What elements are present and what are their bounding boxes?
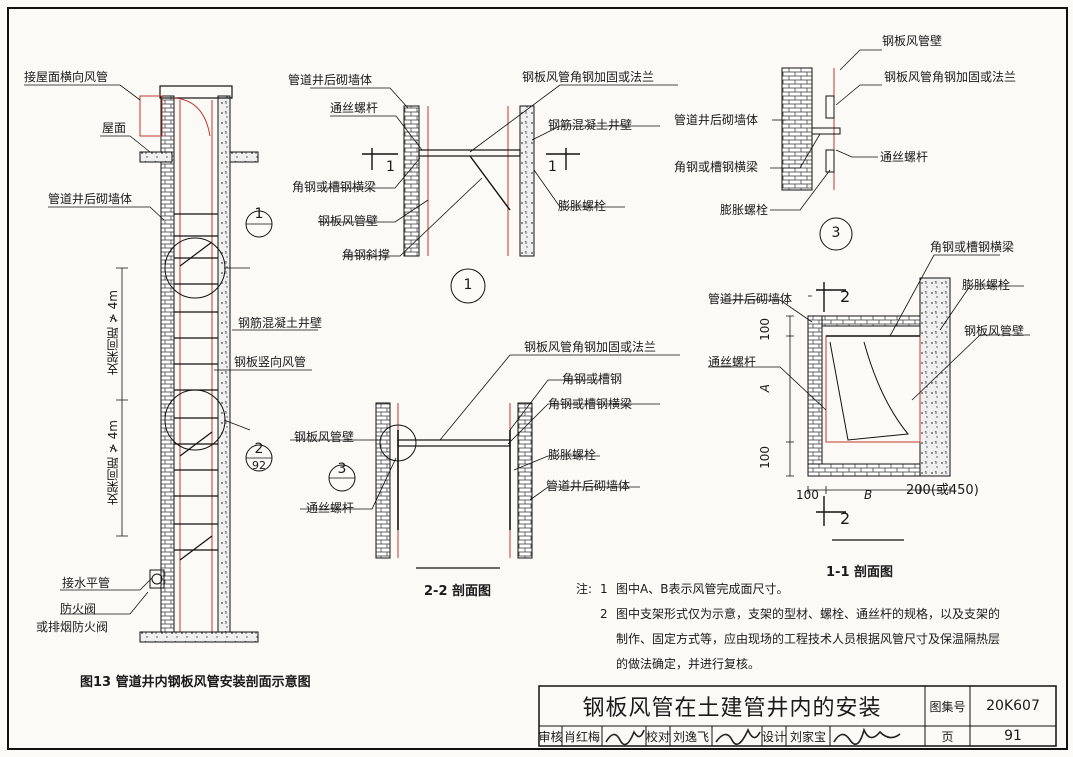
d1-back-wall: 管道井后砌墙体 — [288, 73, 373, 87]
label-roof: 屋面 — [102, 121, 127, 135]
s11-expansion-bolt: 膨胀螺栓 — [962, 278, 1011, 292]
figure-caption: 图13 管道井内钢板风管安装剖面示意图 — [80, 675, 311, 690]
s11-dim-100-left: 100 — [796, 488, 819, 502]
d3-threaded-rod: 通丝螺杆 — [880, 150, 929, 164]
section22-drawing — [290, 354, 680, 569]
s22-angle: 角钢或槽钢 — [562, 372, 623, 386]
figure13-section — [24, 84, 318, 643]
d1-number: 1 — [463, 277, 473, 293]
label-fire-damper-1: 防火阀 — [60, 602, 97, 616]
design-label: 设计 — [762, 729, 787, 744]
note2-line2: 制作、固定方式等，应由现场的工程技术人员根据风管尺寸及保温隔热层 — [616, 632, 1001, 646]
d3-expansion-bolt: 膨胀螺栓 — [720, 203, 769, 217]
d3-angle-beam: 角钢或槽钢横梁 — [674, 160, 759, 174]
checker-name: 刘逸飞 — [672, 729, 709, 744]
ref-circle-2-bottom: 92 — [252, 459, 266, 472]
review-label: 审核 — [538, 729, 563, 744]
s11-dim-a: A — [758, 384, 772, 393]
s11-duct-wall: 钢板风管壁 — [964, 324, 1025, 338]
label-support-spacing-2: 支架间距 ≯ 4m — [106, 420, 120, 506]
d1-expansion-bolt: 膨胀螺栓 — [558, 199, 607, 213]
label-back-wall: 管道井后砌墙体 — [48, 192, 133, 206]
d1-section-mark-right: 1 — [548, 159, 557, 175]
reviewer-name: 肖红梅 — [563, 729, 600, 744]
s11-dim-200: 200(或450) — [906, 483, 979, 498]
atlas-number: 20K607 — [986, 698, 1040, 714]
ref-circle-1: 1 — [254, 206, 264, 222]
d1-flange: 钢板风管角钢加固或法兰 — [522, 70, 655, 84]
s22-title: 2-2 剖面图 — [424, 584, 492, 599]
d1-rc-wall: 钢筋混凝土井壁 — [548, 118, 633, 132]
note2-line3: 的做法确定，并进行复核。 — [616, 657, 761, 671]
d1-duct-wall: 钢板风管壁 — [318, 214, 379, 228]
title-block-lines — [538, 685, 1057, 747]
note2-line1: 图中支架形式仅为示意，支架的型材、螺栓、通丝杆的规格，以及支架的 — [616, 607, 1001, 621]
d1-section-mark-left: 1 — [386, 159, 395, 175]
page-label: 页 — [941, 729, 954, 744]
sheet-title: 钢板风管在土建管井内的安装 — [582, 696, 882, 721]
s22-back-wall: 管道井后砌墙体 — [546, 479, 631, 493]
atlas-label: 图集号 — [929, 699, 966, 714]
s22-angle-beam: 角钢或槽钢横梁 — [548, 397, 633, 411]
section11-drawing — [708, 254, 1030, 541]
d1-angle-beam: 角钢或槽钢横梁 — [292, 180, 377, 194]
label-support-spacing-1: 支架间距 ≯ 4m — [106, 290, 120, 376]
s11-dim-100-top: 100 — [758, 318, 772, 341]
d1-angle-brace: 角钢斜撑 — [342, 248, 391, 262]
label-roof-duct: 接屋面横向风管 — [24, 70, 109, 84]
label-fire-damper-2: 或排烟防火阀 — [36, 620, 109, 634]
page-number: 91 — [1004, 728, 1022, 744]
note1-text: 图中A、B表示风管完成面尺寸。 — [616, 582, 789, 596]
label-horizontal-pipe: 接水平管 — [62, 576, 111, 590]
d3-flange: 钢板风管角钢加固或法兰 — [884, 70, 1017, 84]
s11-title: 1-1 剖面图 — [826, 565, 894, 580]
signatures — [605, 727, 901, 746]
d3-duct-wall: 钢板风管壁 — [882, 34, 943, 48]
s11-dim-100-bottom: 100 — [758, 446, 772, 469]
d1-threaded-rod: 通丝螺杆 — [330, 101, 379, 115]
s22-threaded-rod: 通丝螺杆 — [306, 501, 355, 515]
notes-prefix: 注: — [576, 582, 593, 596]
s11-mark-top: 2 — [840, 287, 851, 306]
s22-flange: 钢板风管角钢加固或法兰 — [524, 340, 657, 354]
ref-circle-2-top: 2 — [254, 441, 264, 457]
d3-number: 3 — [831, 225, 841, 241]
s22-ref-3: 3 — [337, 461, 347, 477]
label-rc-wall: 钢筋混凝土井壁 — [238, 316, 323, 330]
s11-threaded-rod: 通丝螺杆 — [708, 355, 757, 369]
detail3-drawing — [770, 49, 882, 251]
s11-mark-bottom: 2 — [840, 509, 851, 528]
designer-name: 刘家宝 — [789, 729, 826, 744]
note1-num: 1 — [600, 582, 608, 596]
s22-expansion-bolt: 膨胀螺栓 — [548, 448, 597, 462]
label-vertical-duct: 钢板竖向风管 — [234, 355, 307, 369]
s11-angle-beam: 角钢或槽钢横梁 — [930, 240, 1015, 254]
note2-num: 2 — [600, 607, 608, 621]
s22-duct-wall: 钢板风管壁 — [294, 430, 355, 444]
check-label: 校对 — [646, 729, 671, 744]
detail1-drawing — [310, 84, 678, 304]
s11-dim-b: B — [864, 488, 873, 502]
s11-back-wall: 管道井后砌墙体 — [708, 292, 793, 306]
d3-back-wall: 管道井后砌墙体 — [674, 113, 759, 127]
